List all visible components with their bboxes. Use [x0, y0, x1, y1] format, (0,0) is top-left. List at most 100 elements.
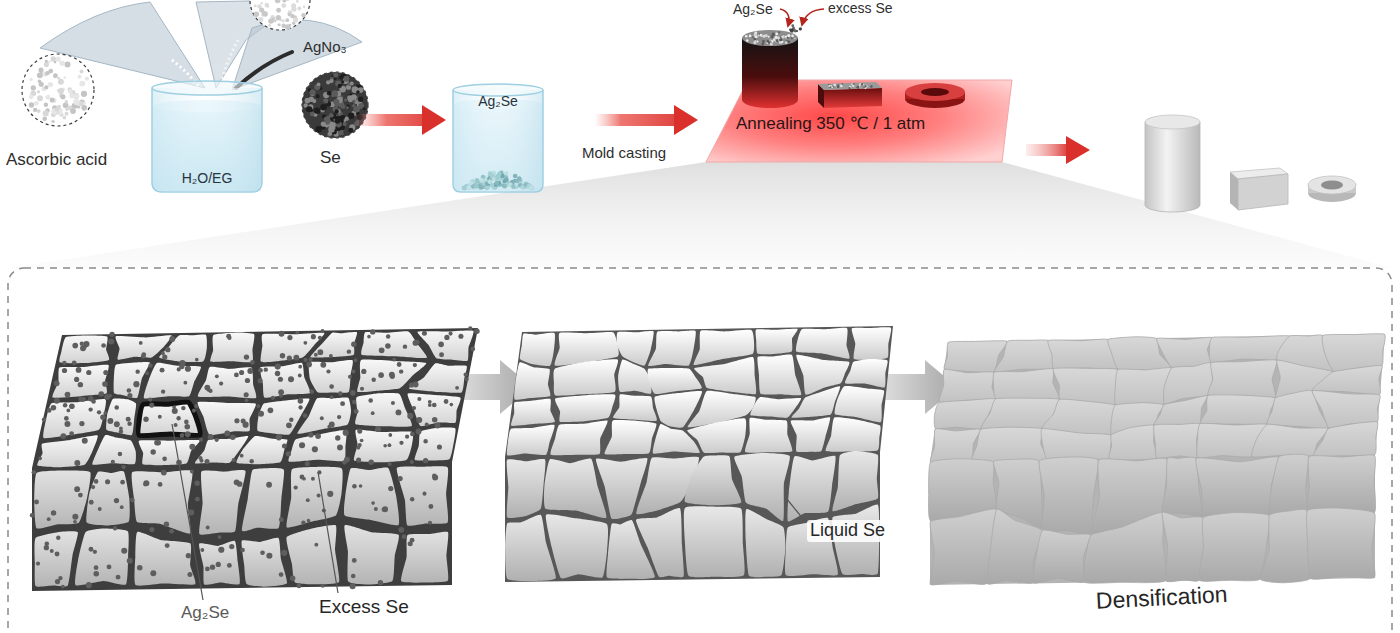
se-particle: [392, 358, 396, 362]
grain-cell: [138, 402, 200, 436]
se-particle: [278, 389, 284, 395]
leader-line: [172, 424, 203, 600]
grain: [42, 71, 45, 74]
grain-cell: [1048, 339, 1118, 369]
grain: [315, 126, 322, 133]
se-particle: [438, 342, 444, 348]
ingredient-label: Se: [320, 148, 341, 168]
se-particle: [32, 470, 37, 475]
grain: [81, 91, 87, 97]
se-particle: [388, 443, 392, 447]
se-particle: [194, 404, 198, 408]
se-particle: [337, 445, 343, 451]
grain: [65, 100, 69, 104]
grain: [773, 39, 775, 41]
se-particle: [93, 550, 97, 554]
grain-cell: [648, 368, 702, 394]
grain: [63, 76, 66, 79]
grain: [285, 18, 289, 22]
grain-cell: [355, 393, 412, 427]
slab-base: [505, 326, 893, 582]
grain: [335, 103, 339, 107]
se-particle: [244, 354, 249, 359]
se-particle: [258, 368, 263, 373]
se-particle: [89, 547, 94, 552]
grain: [341, 80, 344, 83]
se-particle: [465, 377, 469, 381]
se-particle: [407, 413, 413, 419]
grain-cell: [734, 453, 790, 521]
se-particle: [98, 391, 104, 397]
se-particle: [205, 566, 210, 571]
se-particle: [44, 541, 49, 546]
se-particle: [374, 507, 378, 511]
grain: [781, 35, 784, 38]
se-particle: [410, 538, 415, 543]
se-particle: [185, 366, 191, 372]
grain: [746, 39, 749, 42]
grain-cell: [139, 440, 200, 465]
grain: [254, 4, 257, 7]
grain-cell: [745, 509, 785, 577]
beaker: H₂O/EG: [145, 78, 269, 195]
se-particle: [370, 329, 375, 334]
se-particle: [350, 583, 356, 589]
se-particle: [195, 497, 200, 502]
se-particle: [387, 462, 391, 466]
se-particle: [93, 571, 99, 577]
se-particle: [367, 335, 371, 339]
se-particle: [183, 381, 187, 385]
grain-cell: [1313, 422, 1378, 457]
se-particle: [72, 514, 78, 520]
se-particle: [444, 399, 449, 404]
grain-cluster: [828, 83, 873, 89]
grain: [316, 94, 320, 98]
se-particle: [432, 417, 437, 422]
se-particle: [383, 444, 387, 448]
grain-cell: [132, 470, 193, 533]
powder-zoom-circle: [302, 72, 368, 138]
grain: [327, 132, 331, 136]
slab-base: [32, 328, 478, 591]
se-particle: [321, 329, 325, 333]
grain: [83, 102, 86, 105]
se-particle: [327, 491, 333, 497]
se-particle: [91, 399, 96, 404]
se-particle: [165, 543, 170, 548]
se-particle: [169, 529, 174, 534]
grain: [37, 109, 41, 113]
se-particle: [127, 388, 132, 393]
se-particle: [122, 465, 126, 469]
grain-cell: [159, 335, 207, 362]
grain: [81, 105, 87, 111]
se-particle: [317, 493, 321, 497]
grain: [305, 98, 311, 104]
grain-layer: [930, 334, 1385, 463]
grain: [339, 76, 343, 80]
grain: [44, 103, 48, 107]
se-particle: [230, 434, 236, 440]
se-particle: [271, 396, 275, 400]
se-particle: [378, 372, 384, 378]
grain: [297, 6, 301, 10]
se-particle: [351, 342, 357, 348]
se-particle: [266, 553, 272, 559]
grain-cell: [687, 418, 746, 453]
grain: [65, 112, 69, 116]
se-particle: [432, 474, 437, 479]
se-particle: [403, 344, 407, 348]
grain: [296, 0, 299, 3]
se-particle: [309, 357, 313, 361]
se-particle: [371, 411, 375, 415]
se-particle: [240, 548, 245, 553]
grain-cell: [507, 425, 555, 456]
se-particle: [97, 410, 101, 414]
se-particle: [61, 433, 67, 439]
se-particle: [329, 384, 334, 389]
se-particle: [162, 457, 167, 462]
grain: [85, 77, 89, 81]
grain: [325, 100, 329, 104]
grain-cell: [344, 467, 399, 525]
se-particle: [281, 550, 287, 556]
se-particle: [65, 392, 71, 398]
